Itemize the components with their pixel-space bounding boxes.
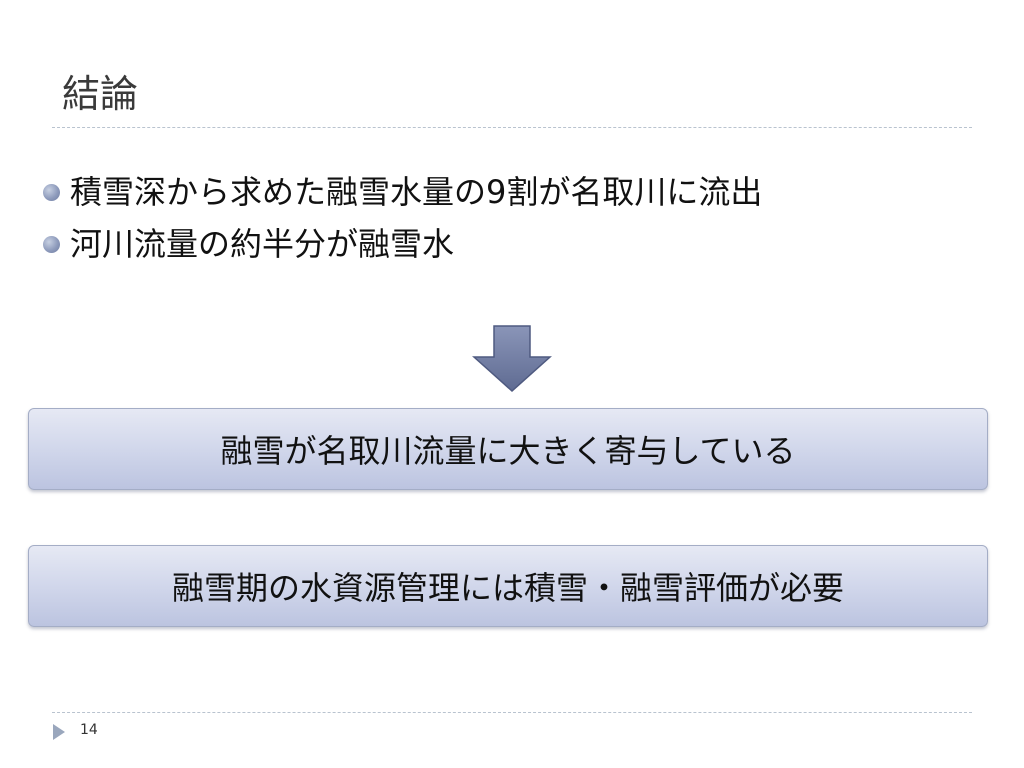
arrow-down-icon	[472, 325, 552, 393]
slide-title: 結論	[62, 72, 139, 116]
bullet-list: 積雪深から求めた融雪水量の9割が名取川に流出 河川流量の約半分が融雪水	[40, 166, 762, 270]
conclusion-text: 融雪が名取川流量に大きく寄与している	[220, 432, 796, 470]
footer-divider	[52, 712, 972, 713]
bullet-item: 河川流量の約半分が融雪水	[40, 218, 762, 270]
title-divider	[52, 127, 972, 128]
triangle-right-icon	[53, 724, 65, 740]
bullet-dot-icon	[43, 184, 60, 201]
bullet-text: 河川流量の約半分が融雪水	[70, 225, 455, 263]
conclusion-text: 融雪期の水資源管理には積雪・融雪評価が必要	[171, 569, 844, 607]
bullet-dot-icon	[43, 236, 60, 253]
conclusion-box: 融雪が名取川流量に大きく寄与している	[28, 408, 988, 490]
conclusion-box: 融雪期の水資源管理には積雪・融雪評価が必要	[28, 545, 988, 627]
bullet-text: 積雪深から求めた融雪水量の9割が名取川に流出	[70, 173, 763, 211]
page-number: 14	[80, 722, 98, 738]
bullet-item: 積雪深から求めた融雪水量の9割が名取川に流出	[40, 166, 762, 218]
